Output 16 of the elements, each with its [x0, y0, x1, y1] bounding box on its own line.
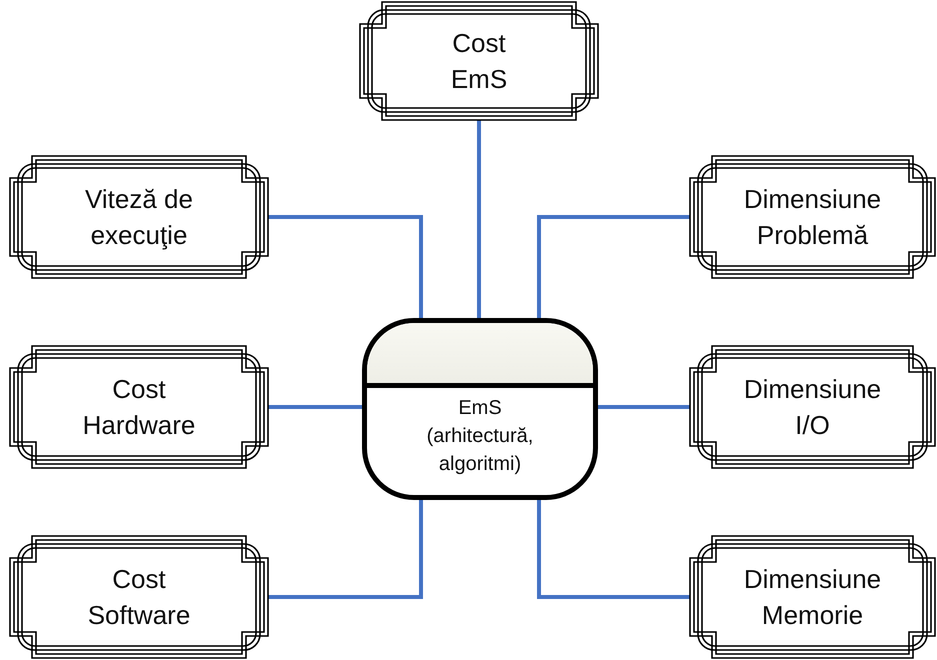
connector-line: [268, 215, 423, 318]
node-label: Cost Software: [86, 562, 192, 632]
connector-line: [598, 405, 690, 409]
connector-line: [477, 120, 481, 318]
connector-line: [268, 405, 362, 409]
connector-line: [537, 500, 690, 599]
node-label: Cost EmS: [450, 26, 508, 96]
node-label: Dimensiune Memorie: [742, 562, 882, 632]
node-label: Viteză de execuţie: [84, 182, 194, 252]
node-label: EmS (arhitectură, algoritmi): [426, 396, 534, 477]
connector-line: [537, 215, 690, 318]
node-label: Cost Hardware: [82, 372, 196, 442]
node-label: Dimensiune Problemă: [742, 182, 882, 252]
connector-line: [268, 500, 423, 599]
node-label: Dimensiune I/O: [742, 372, 882, 442]
rounded-node: [362, 318, 598, 500]
